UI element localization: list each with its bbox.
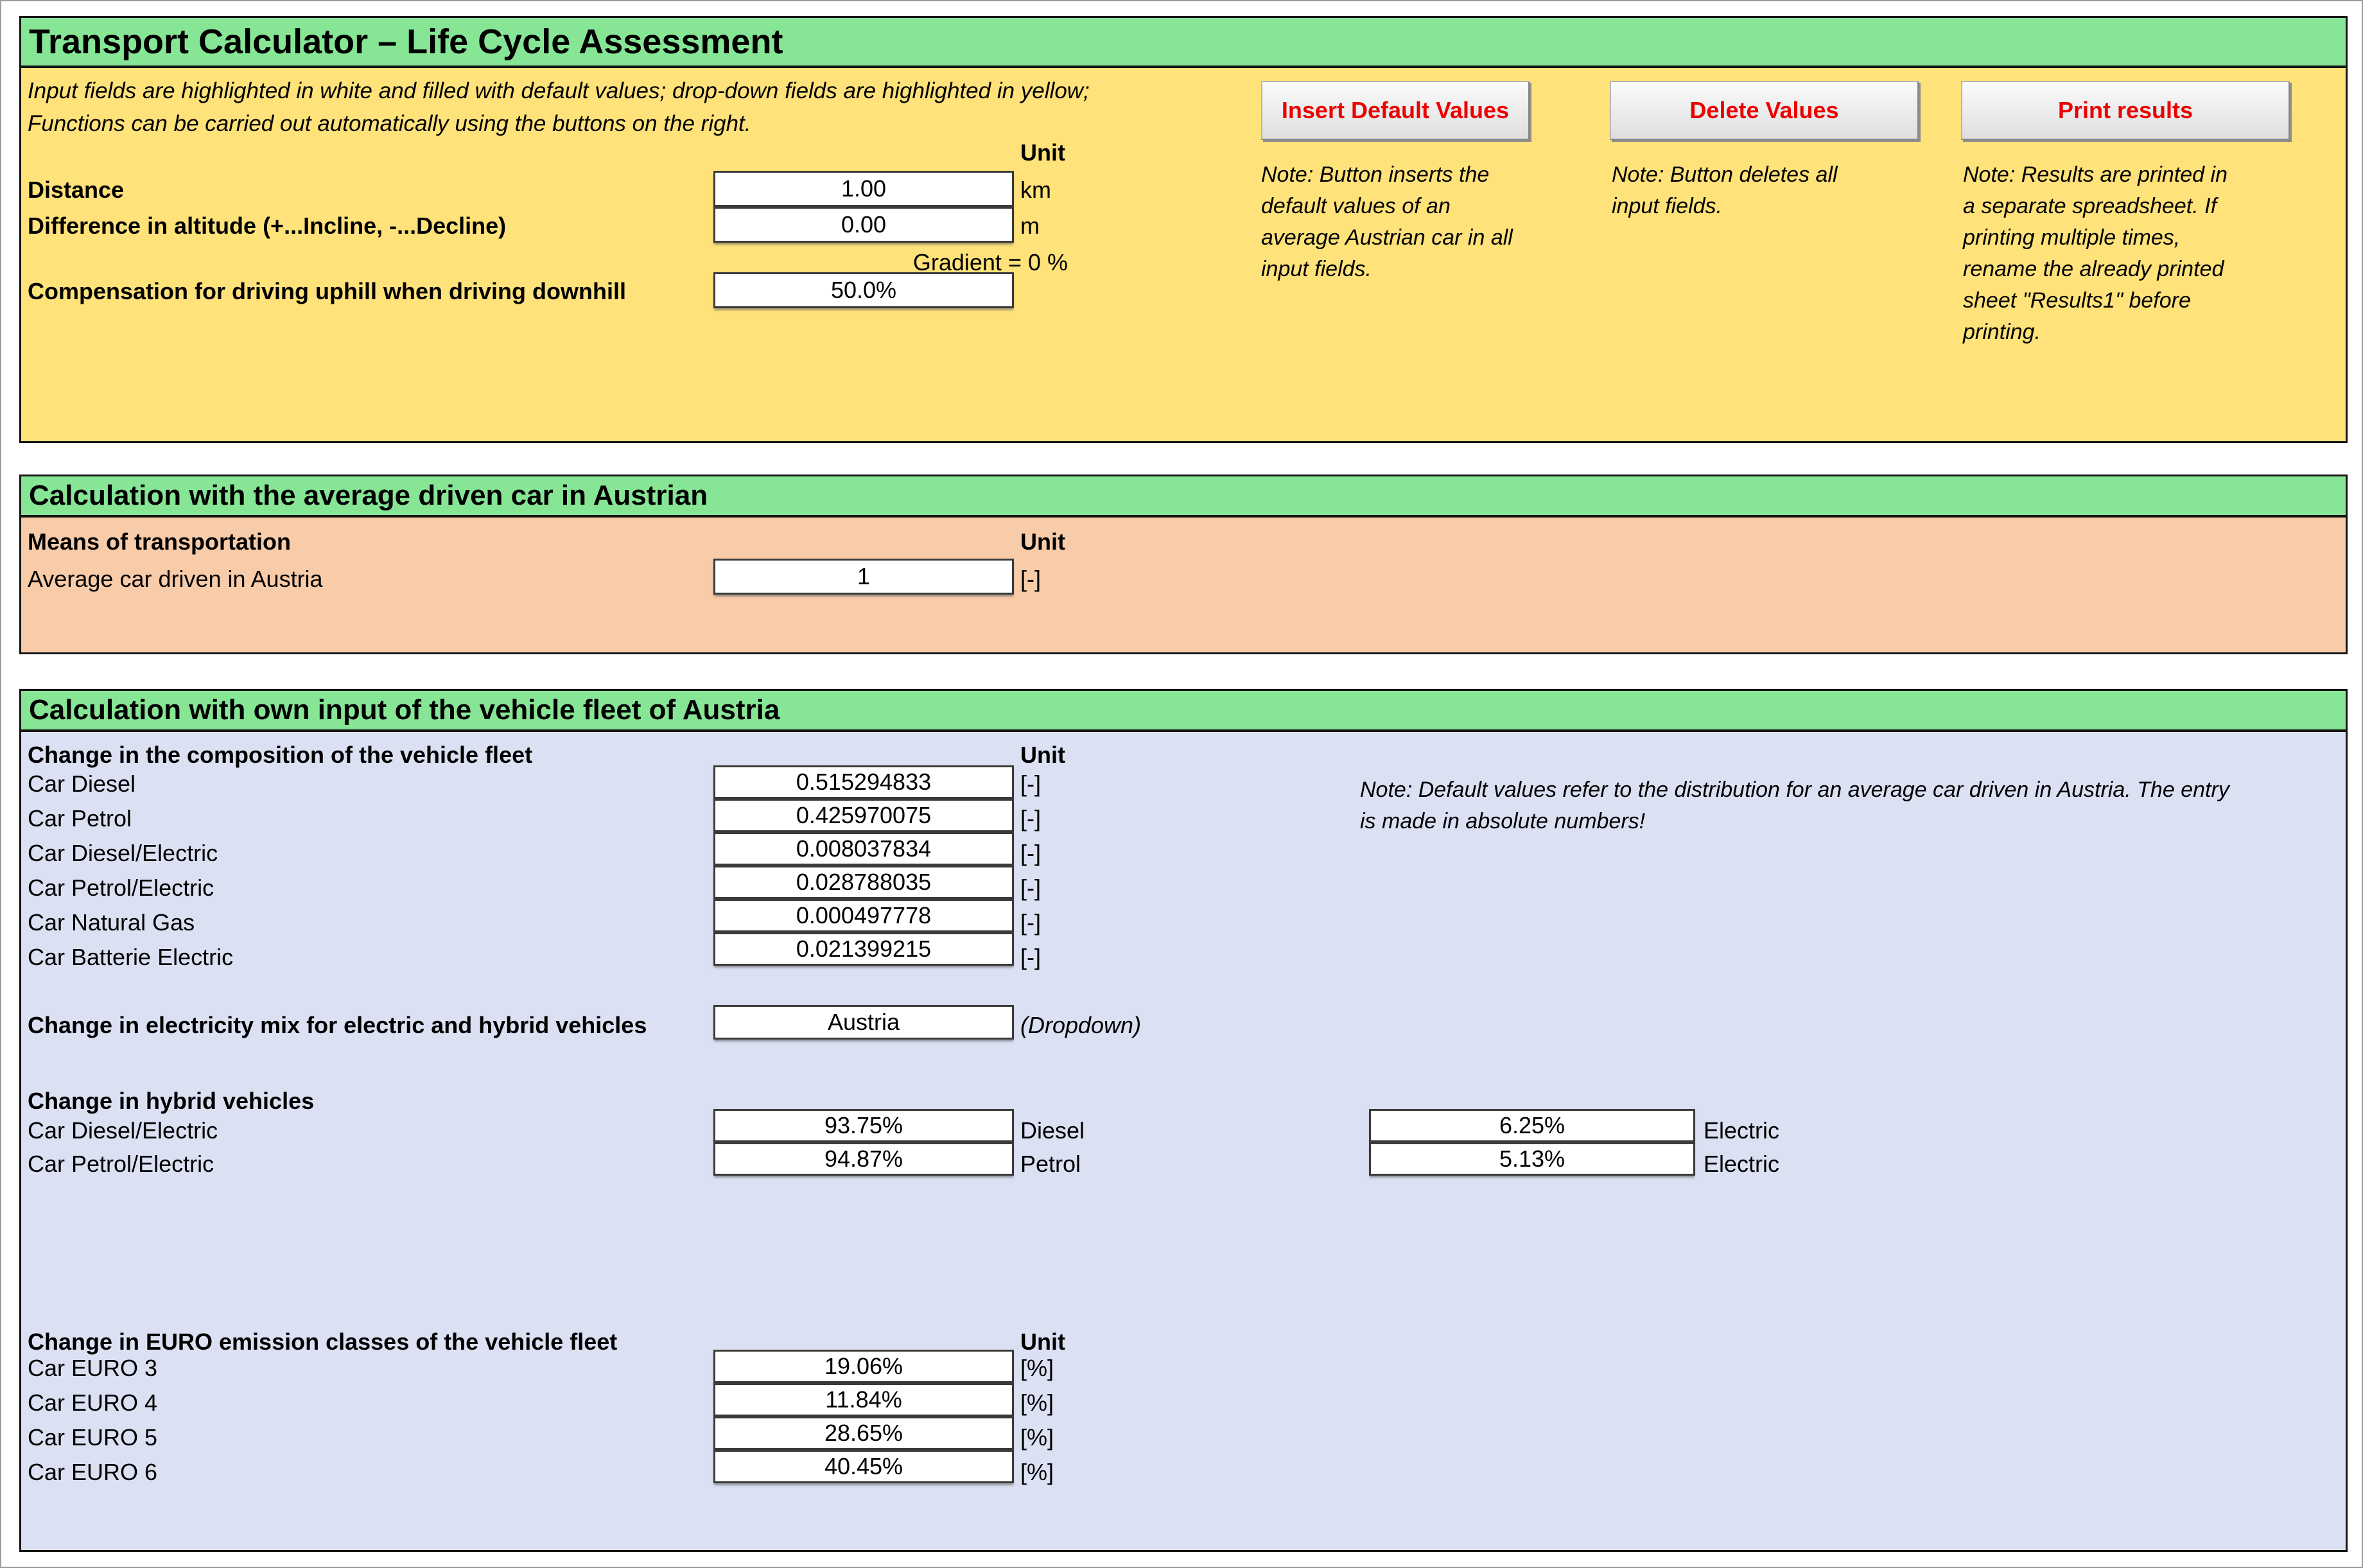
car-euro3-label: Car EURO 3	[28, 1355, 158, 1381]
car-petrol-electric-label: Car Petrol/Electric	[28, 875, 214, 901]
car-euro3-input[interactable]: 19.06%	[713, 1350, 1014, 1383]
car-euro4-unit: [%]	[1020, 1389, 1054, 1416]
hybrid-diesel-share-unit: Diesel	[1020, 1117, 1085, 1144]
distance-input[interactable]: 1.00	[713, 171, 1014, 207]
intro-text: Input fields are highlighted in white an…	[28, 78, 1090, 136]
car-euro5-label: Car EURO 5	[28, 1424, 158, 1450]
own-fleet-header: Calculation with own input of the vehicl…	[21, 691, 2346, 732]
car-euro6-label: Car EURO 6	[28, 1459, 158, 1485]
car-diesel-electric-unit: [-]	[1020, 840, 1041, 866]
hybrid-petrol-electric-label: Car Petrol/Electric	[28, 1151, 214, 1177]
car-petrol-unit: [-]	[1020, 805, 1041, 832]
insert-default-note: Note: Button inserts the default values …	[1261, 162, 1513, 281]
unit-column-header: Unit	[1020, 139, 1065, 166]
electricity-mix-dropdown[interactable]: Austria	[713, 1005, 1014, 1040]
car-petrol-electric-unit: [-]	[1020, 875, 1041, 901]
average-car-input[interactable]: 1	[713, 559, 1014, 595]
hybrid-petrol-electric-share-unit: Electric	[1704, 1151, 1780, 1177]
car-batterie-electric-label: Car Batterie Electric	[28, 944, 234, 970]
composition-header: Change in the composition of the vehicle…	[28, 742, 533, 768]
average-car-body: Means of transportation Unit Average car…	[21, 518, 2346, 652]
delete-values-button[interactable]: Delete Values	[1610, 81, 1919, 140]
car-diesel-unit: [-]	[1020, 771, 1041, 797]
average-car-unit: [-]	[1020, 566, 1041, 592]
car-natural-gas-unit: [-]	[1020, 909, 1041, 936]
distance-label: Distance	[28, 177, 125, 203]
electricity-mix-dropdown-hint: (Dropdown)	[1020, 1012, 1142, 1038]
car-euro4-label: Car EURO 4	[28, 1389, 158, 1416]
car-natural-gas-label: Car Natural Gas	[28, 909, 195, 936]
print-results-note: Note: Results are printed in a separate …	[1963, 162, 2228, 344]
unit-column-header: Unit	[1020, 528, 1065, 555]
distance-unit: km	[1020, 177, 1051, 203]
hybrid-diesel-electric-share-unit: Electric	[1704, 1117, 1780, 1144]
average-car-header: Calculation with the average driven car …	[21, 476, 2346, 518]
euro-classes-header: Change in EURO emission classes of the v…	[28, 1328, 618, 1355]
hybrid-petrol-share-unit: Petrol	[1020, 1151, 1081, 1177]
unit-column-header: Unit	[1020, 1328, 1065, 1355]
general-inputs-body: Input fields are highlighted in white an…	[21, 68, 2346, 441]
car-euro4-input[interactable]: 11.84%	[713, 1383, 1014, 1416]
unit-column-header: Unit	[1020, 742, 1065, 768]
car-diesel-electric-input[interactable]: 0.008037834	[713, 832, 1014, 866]
car-euro6-unit: [%]	[1020, 1459, 1054, 1485]
compensation-label: Compensation for driving uphill when dri…	[28, 278, 626, 304]
car-euro5-input[interactable]: 28.65%	[713, 1416, 1014, 1450]
print-results-button[interactable]: Print results	[1961, 81, 2290, 140]
car-euro6-input[interactable]: 40.45%	[713, 1450, 1014, 1483]
means-of-transportation-header: Means of transportation	[28, 528, 292, 555]
altitude-input[interactable]: 0.00	[713, 207, 1014, 243]
section-average-car: Calculation with the average driven car …	[19, 475, 2348, 654]
car-diesel-input[interactable]: 0.515294833	[713, 765, 1014, 799]
own-fleet-body: Change in the composition of the vehicle…	[21, 732, 2346, 1550]
car-diesel-label: Car Diesel	[28, 771, 136, 797]
hybrid-header: Change in hybrid vehicles	[28, 1088, 315, 1114]
car-batterie-electric-unit: [-]	[1020, 944, 1041, 970]
hybrid-petrol-electric-share-input[interactable]: 5.13%	[1369, 1142, 1695, 1176]
hybrid-petrol-share-input[interactable]: 94.87%	[713, 1142, 1014, 1176]
hybrid-diesel-electric-label: Car Diesel/Electric	[28, 1117, 218, 1144]
section-own-fleet: Calculation with own input of the vehicl…	[19, 689, 2348, 1552]
hybrid-diesel-share-input[interactable]: 93.75%	[713, 1109, 1014, 1142]
gradient-readout: Gradient = 0 %	[912, 249, 1068, 275]
hybrid-diesel-electric-share-input[interactable]: 6.25%	[1369, 1109, 1695, 1142]
car-diesel-electric-label: Car Diesel/Electric	[28, 840, 218, 866]
car-batterie-electric-input[interactable]: 0.021399215	[713, 932, 1014, 966]
car-natural-gas-input[interactable]: 0.000497778	[713, 899, 1014, 932]
electricity-mix-label: Change in electricity mix for electric a…	[28, 1012, 647, 1038]
car-petrol-electric-input[interactable]: 0.028788035	[713, 866, 1014, 899]
car-petrol-input[interactable]: 0.425970075	[713, 799, 1014, 832]
insert-default-values-button[interactable]: Insert Default Values	[1261, 81, 1530, 140]
average-car-label: Average car driven in Austria	[28, 566, 323, 592]
page-title: Transport Calculator – Life Cycle Assess…	[21, 18, 2346, 68]
car-euro5-unit: [%]	[1020, 1424, 1054, 1450]
car-petrol-label: Car Petrol	[28, 805, 132, 832]
altitude-label: Difference in altitude (+...Incline, -..…	[28, 213, 507, 239]
delete-values-note: Note: Button deletes all input fields.	[1612, 162, 1838, 218]
section-general-inputs: Transport Calculator – Life Cycle Assess…	[19, 16, 2348, 443]
car-euro3-unit: [%]	[1020, 1355, 1054, 1381]
composition-note: Note: Default values refer to the distri…	[1360, 778, 2229, 833]
altitude-unit: m	[1020, 213, 1040, 239]
compensation-input[interactable]: 50.0%	[713, 272, 1014, 308]
